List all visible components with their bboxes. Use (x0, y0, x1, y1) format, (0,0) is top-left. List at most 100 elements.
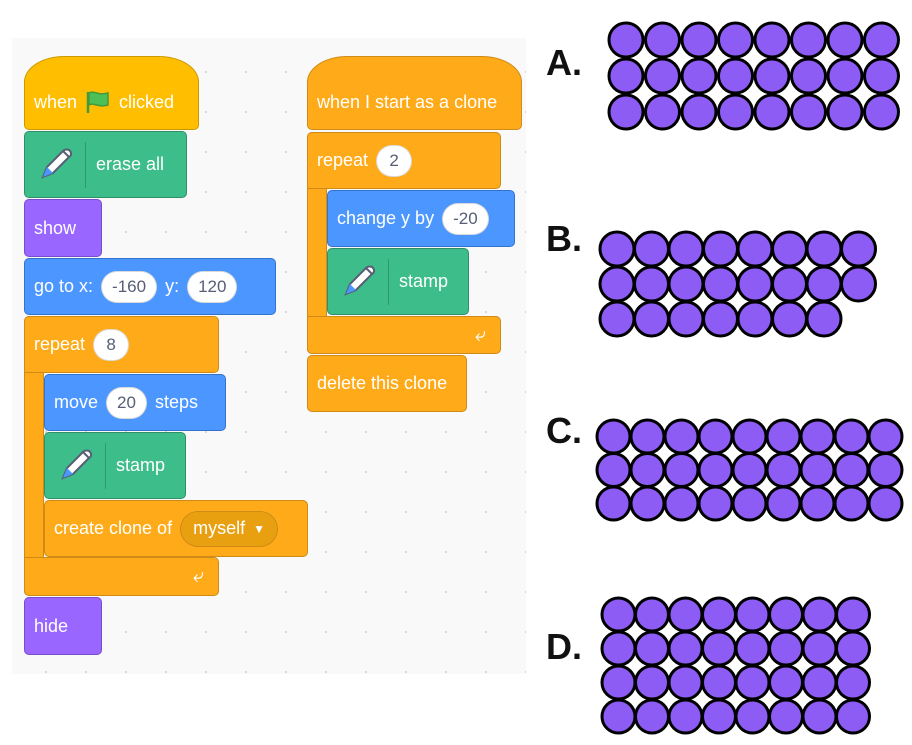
grid-circle (667, 698, 704, 735)
grid-circle (644, 21, 681, 59)
grid-circle (765, 485, 802, 522)
clone-hat-label: when I start as a clone (317, 91, 498, 112)
grid-circle (644, 57, 681, 95)
grid-circle (702, 230, 739, 268)
steps-label: steps (154, 392, 198, 412)
option-c-circle-grid[interactable] (595, 418, 905, 526)
grid-circle (753, 57, 791, 95)
grid-circle (736, 265, 774, 303)
delete-clone-block[interactable]: delete this clone (307, 355, 467, 412)
when-start-as-clone-block[interactable]: when I start as a clone (307, 56, 522, 130)
grid-circle (734, 596, 771, 633)
option-a-circle-grid[interactable] (607, 21, 907, 133)
grid-circle (867, 418, 904, 455)
grid-circle (663, 452, 700, 488)
grid-circle (867, 485, 904, 522)
change-y-block[interactable]: change y by -20 (327, 190, 515, 247)
grid-circle (790, 21, 827, 59)
erase-all-block[interactable]: erase all (24, 131, 187, 198)
grid-circle (634, 664, 670, 701)
grid-circle (667, 596, 704, 633)
grid-circle (753, 21, 791, 59)
grid-circle (801, 630, 838, 667)
grid-circle (717, 21, 754, 59)
clone-target-value: myself (193, 518, 246, 538)
repeat2-count-input[interactable]: 2 (376, 144, 413, 177)
grid-circle (765, 452, 802, 488)
delete-clone-label: delete this clone (317, 373, 448, 393)
grid-circle (701, 596, 737, 633)
grid-circle (600, 630, 637, 667)
create-clone-label: create clone of (54, 518, 173, 538)
option-b-circle-grid[interactable] (598, 230, 880, 342)
loop-arrow-icon: ⤶ (192, 565, 204, 587)
repeat-block[interactable]: repeat 8 (24, 316, 219, 373)
grid-circle (801, 664, 838, 701)
move-steps-input[interactable]: 20 (106, 386, 147, 419)
divider (85, 141, 86, 188)
y-input[interactable]: 120 (187, 270, 238, 303)
grid-circle (835, 698, 871, 735)
y-label: y: (165, 276, 180, 296)
grid-circle (717, 93, 754, 131)
grid-circle (633, 230, 670, 268)
grid-circle (840, 265, 877, 303)
grid-circle (680, 93, 718, 131)
show-block[interactable]: show (24, 199, 102, 257)
grid-circle (600, 664, 637, 701)
grid-circle (826, 21, 864, 59)
grid-circle (595, 418, 632, 455)
dropdown-arrow-icon: ▼ (253, 521, 265, 536)
grid-circle (600, 596, 637, 633)
grid-circle (801, 698, 838, 735)
option-d-circle-grid[interactable] (600, 596, 872, 742)
grid-circle (731, 485, 768, 522)
grid-circle (667, 300, 705, 338)
grid-circle (768, 630, 804, 667)
grid-circle (607, 93, 645, 131)
x-input[interactable]: -160 (101, 270, 158, 303)
repeat2-block[interactable]: repeat 2 (307, 132, 501, 189)
grid-circle (826, 93, 864, 131)
change-y-input[interactable]: -20 (442, 202, 489, 235)
option-a-label: A. (546, 42, 582, 83)
stamp-block-2[interactable]: stamp (327, 248, 469, 315)
grid-circle (697, 452, 734, 488)
grid-circle (805, 265, 843, 303)
show-label: show (34, 217, 77, 238)
repeat-count-input[interactable]: 8 (93, 328, 130, 361)
grid-circle (595, 485, 632, 522)
grid-circle (598, 230, 636, 268)
when-label: when (34, 91, 78, 112)
go-to-xy-block[interactable]: go to x: -160 y: 120 (24, 258, 276, 315)
grid-circle (634, 596, 670, 633)
create-clone-block[interactable]: create clone of myself ▼ (44, 500, 308, 557)
grid-circle (697, 418, 734, 455)
grid-circle (633, 265, 670, 303)
stamp-block[interactable]: stamp (44, 432, 186, 499)
grid-circle (629, 485, 666, 522)
grid-circle (840, 230, 877, 268)
grid-circle (629, 418, 666, 455)
stamp-label: stamp (116, 455, 166, 475)
clone-target-dropdown[interactable]: myself ▼ (180, 510, 278, 547)
hide-block[interactable]: hide (24, 597, 102, 655)
grid-circle (790, 57, 827, 95)
hide-label: hide (34, 615, 69, 636)
grid-circle (595, 452, 632, 488)
grid-circle (731, 418, 768, 455)
option-d-label: D. (546, 626, 582, 667)
grid-circle (607, 57, 645, 95)
grid-circle (731, 452, 768, 488)
grid-circle (629, 452, 666, 488)
repeat2-label: repeat (317, 150, 369, 170)
grid-circle (701, 630, 737, 667)
when-flag-clicked-block[interactable]: when clicked (24, 56, 199, 130)
grid-circle (805, 230, 843, 268)
move-steps-block[interactable]: move 20 steps (44, 374, 226, 431)
grid-circle (833, 452, 870, 488)
grid-circle (867, 452, 904, 488)
grid-circle (805, 300, 843, 338)
grid-circle (701, 664, 737, 701)
grid-circle (736, 230, 774, 268)
